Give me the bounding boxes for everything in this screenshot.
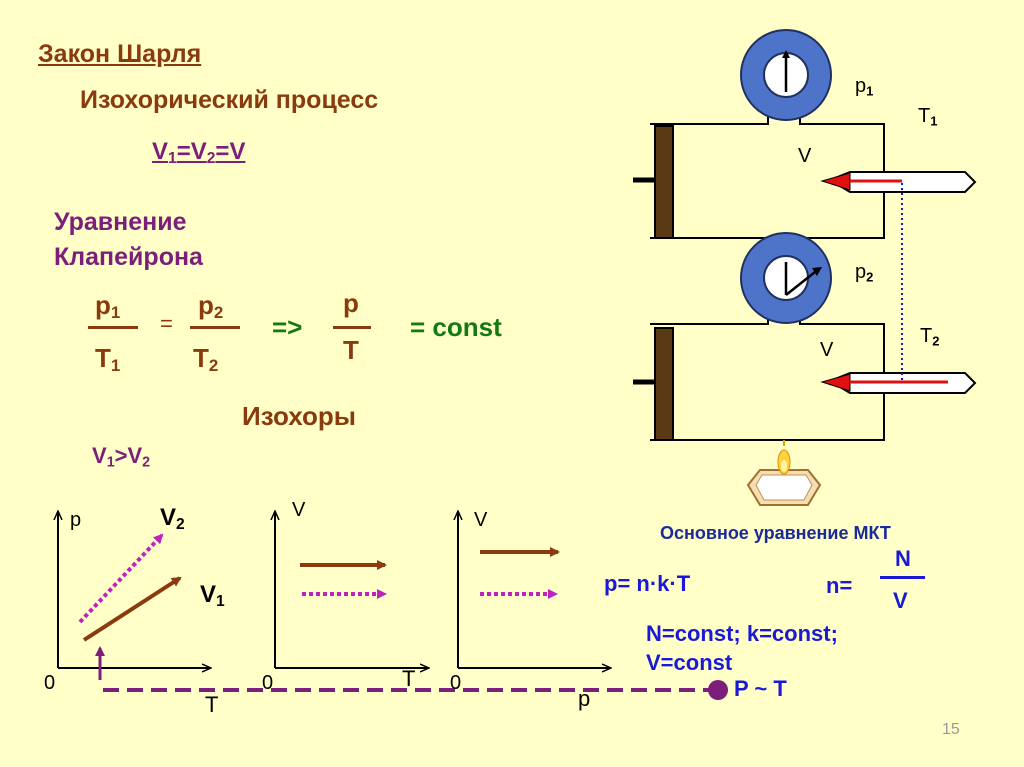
label-p1: p1	[855, 75, 874, 99]
mkt-conditions-line2: V=const	[646, 650, 733, 675]
graph2-y-label: V	[292, 499, 306, 521]
frac2-denominator: T2	[193, 343, 219, 376]
n-definition-label: n=	[826, 573, 853, 598]
vessel-top	[633, 29, 977, 239]
graph-V-T	[275, 512, 428, 668]
n-denominator: V	[893, 588, 908, 613]
mkt-conditions-line1: N=const; k=const;	[646, 621, 838, 646]
frac3-bar	[333, 326, 371, 329]
graph2-x-label: T	[402, 666, 416, 691]
clapeyron-heading-line2: Клапейрона	[54, 243, 203, 271]
frac2-bar	[190, 326, 240, 329]
graph3-origin: 0	[450, 672, 462, 694]
label-p2: p2	[855, 261, 874, 285]
graph2-origin: 0	[262, 672, 274, 694]
thermometer-top	[827, 171, 977, 193]
label-V1: V	[798, 145, 812, 167]
frac1-numerator: p1	[95, 290, 121, 323]
piston-top	[654, 125, 674, 239]
vessel-bottom	[633, 232, 977, 441]
mkt-result: P ~ T	[734, 676, 787, 701]
connector-dot	[708, 680, 728, 700]
frac3-numerator: p	[343, 288, 359, 318]
graph-p-T	[58, 512, 210, 680]
label-V2: V	[820, 339, 834, 361]
piston-bottom	[654, 327, 674, 441]
graph1-v1-label: V1	[200, 581, 225, 610]
label-T2: T2	[920, 325, 940, 349]
clapeyron-heading-line1: Уравнение	[54, 208, 187, 236]
frac1-denominator: T1	[95, 343, 121, 376]
isochore-v2-line	[78, 533, 164, 624]
burner-icon	[746, 440, 822, 506]
implies-arrow: =>	[272, 312, 303, 342]
slide-title: Закон Шарля	[38, 40, 202, 68]
graph1-y-label: p	[70, 509, 82, 531]
equals-sign: =	[160, 311, 173, 336]
const-text: = const	[410, 312, 502, 342]
graph3-y-label: V	[474, 509, 488, 531]
isochores-title: Изохоры	[242, 401, 356, 431]
n-numerator: N	[895, 546, 911, 571]
isochore-v1-line	[82, 576, 182, 642]
frac1-bar	[88, 326, 138, 329]
graph1-v2-label: V2	[160, 504, 185, 533]
mkt-title: Основное уравнение МКТ	[660, 523, 891, 543]
volume-equality: V1=V2=V	[152, 138, 246, 167]
page-number: 15	[942, 721, 960, 738]
mkt-equation: p= n·k·T	[604, 571, 691, 596]
process-name: Изохорический процесс	[80, 86, 379, 114]
graph1-origin: 0	[44, 672, 56, 694]
n-fraction-bar	[880, 576, 925, 579]
graph-V-p	[458, 512, 610, 668]
graph3-x-label: p	[578, 686, 591, 711]
frac2-numerator: p2	[198, 290, 224, 323]
isochores-relation: V1>V2	[92, 443, 151, 471]
label-T1: T1	[918, 105, 938, 129]
frac3-denominator: T	[343, 335, 359, 365]
graph1-x-label: T	[205, 692, 219, 717]
